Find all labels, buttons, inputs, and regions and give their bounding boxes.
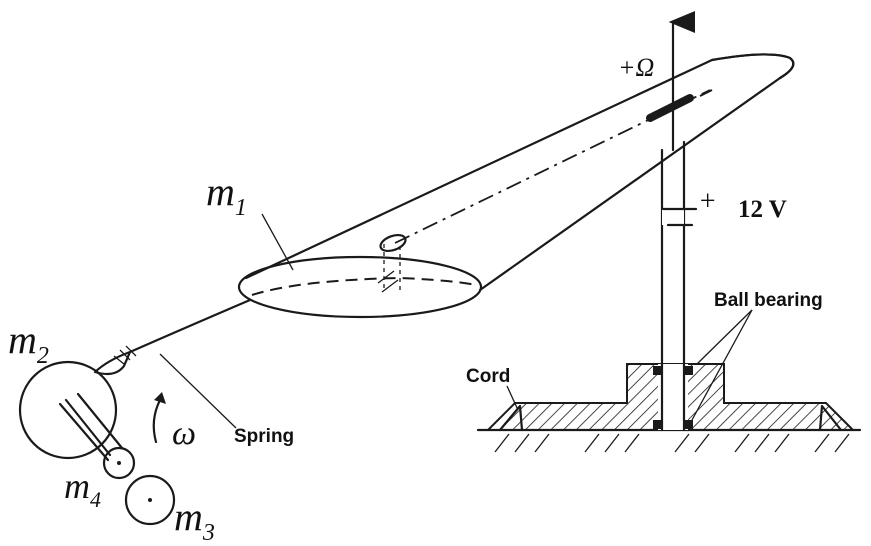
label-m3: m3 bbox=[174, 494, 215, 546]
mass-m3 bbox=[124, 474, 176, 526]
m1-leader bbox=[261, 213, 294, 271]
ball-bearings bbox=[653, 366, 693, 429]
ground bbox=[476, 428, 862, 453]
beam-m1 bbox=[237, 53, 795, 319]
label-battery-plus: + bbox=[698, 186, 717, 217]
label-omega: ω bbox=[172, 415, 196, 452]
label-m1: m1 bbox=[206, 169, 247, 221]
mass-m4 bbox=[102, 446, 136, 480]
label-voltage: 12 V bbox=[738, 196, 787, 223]
spring bbox=[93, 298, 252, 429]
ball-bearing-leaders bbox=[691, 309, 753, 421]
label-omega-cap: +Ω bbox=[618, 53, 654, 82]
mass-m2 bbox=[18, 360, 124, 462]
label-ball-bearing: Ball bearing bbox=[714, 290, 823, 311]
battery-symbol bbox=[661, 207, 698, 227]
omega-arrow bbox=[152, 392, 166, 444]
vertical-shaft bbox=[660, 11, 695, 432]
cord-leader bbox=[506, 385, 519, 411]
label-m4: m4 bbox=[64, 466, 101, 512]
stand-base bbox=[485, 363, 856, 432]
label-spring: Spring bbox=[234, 426, 294, 447]
label-cord: Cord bbox=[466, 366, 510, 387]
label-m2: m2 bbox=[8, 317, 49, 369]
